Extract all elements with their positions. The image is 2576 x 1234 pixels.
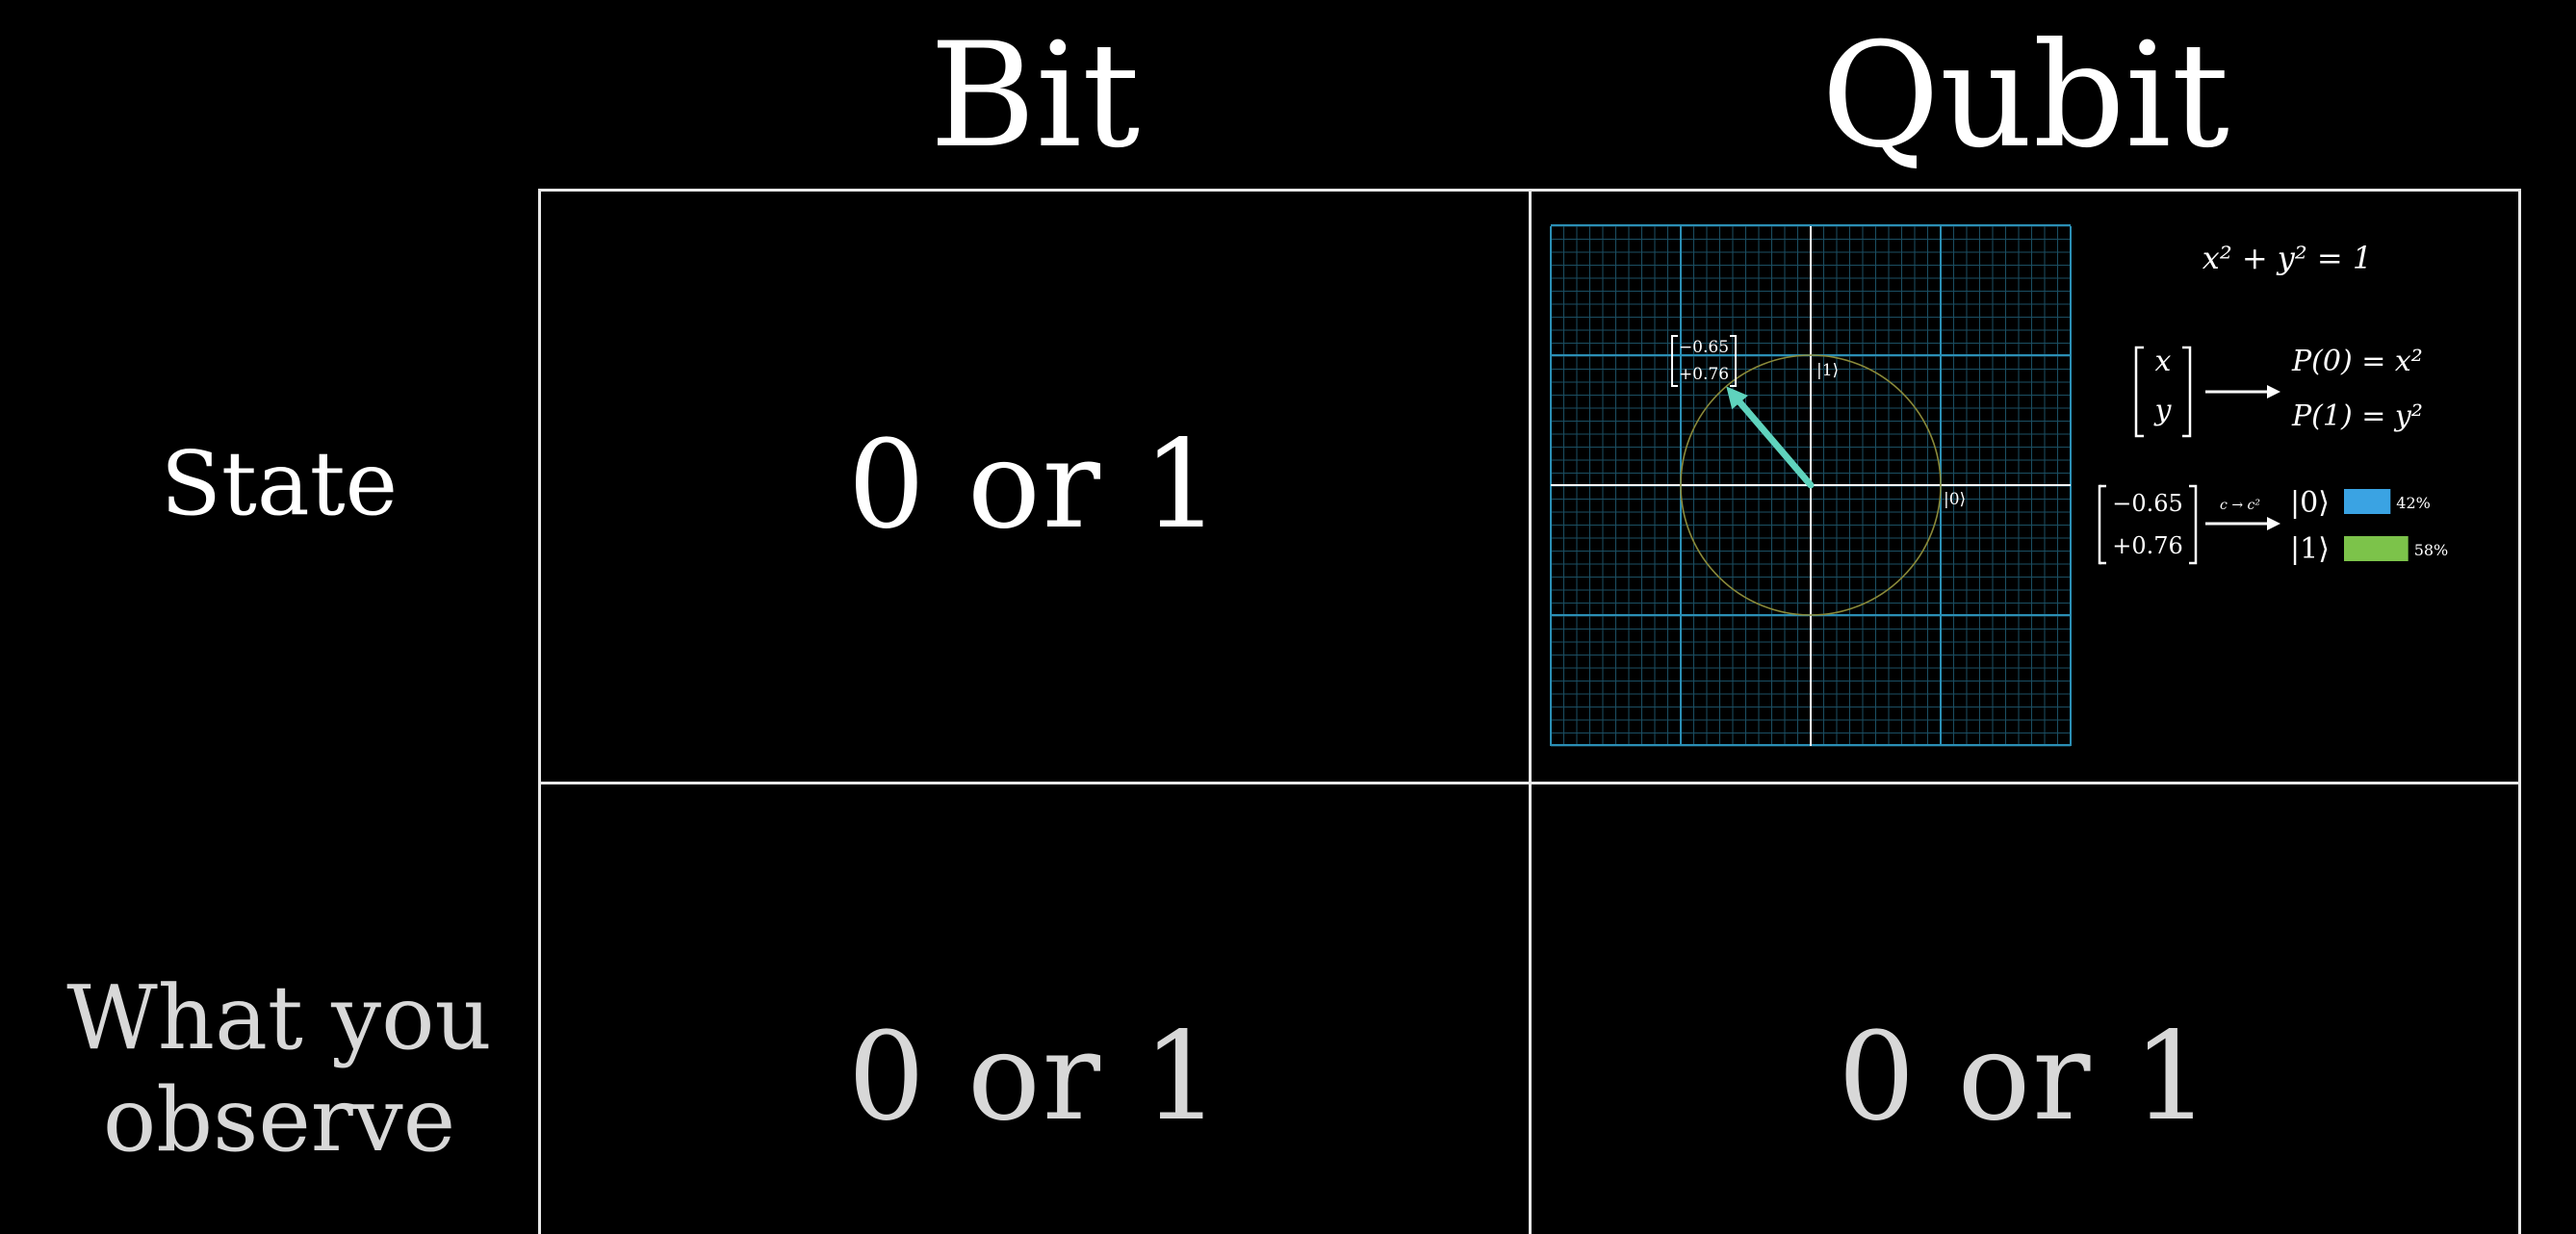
state-vector-arrow	[1737, 398, 1815, 489]
row-label-observe-line2: observe	[102, 1067, 456, 1171]
example-map-arrowhead	[2267, 517, 2280, 530]
example-vector-bottom: +0.76	[2112, 532, 2183, 559]
outcome-percent-0: 42%	[2396, 494, 2431, 512]
row-label-observe-line1: What you	[66, 966, 492, 1069]
prob-0-formula: P(0) = x²	[2291, 345, 2423, 378]
outcome-ket-0: |0⟩	[2290, 486, 2330, 520]
vector-label: −0.65 +0.76	[1671, 335, 1737, 387]
outcome-percent-1: 58%	[2414, 541, 2449, 559]
square-map-label: c → c²	[2220, 498, 2260, 513]
unit-circle-equation: x² + y² = 1	[2202, 240, 2372, 276]
basis-ket-1: |1⟩	[1816, 361, 1839, 380]
unit-circle	[1680, 354, 1942, 616]
example-vector-top: −0.65	[2112, 490, 2183, 517]
header-qubit: Qubit	[1821, 13, 2229, 180]
basis-ket-0: |0⟩	[1944, 490, 1966, 509]
example-vector: −0.65 +0.76	[2098, 484, 2198, 565]
cell-bit-state: 0 or 1	[847, 414, 1223, 555]
prob-1-formula: P(1) = y²	[2291, 399, 2423, 433]
cell-qubit-observe: 0 or 1	[1838, 1006, 2212, 1147]
outcome-bar-1	[2344, 536, 2409, 561]
outcome-bar-0	[2344, 489, 2391, 514]
general-vector: x y	[2134, 345, 2192, 438]
vector-label-y: +0.76	[1679, 365, 1729, 384]
qubit-state-diagram: −0.65 +0.76 |1⟩ |0⟩ x² + y² = 1 x y P(0)…	[1550, 224, 2449, 747]
row-label-state: State	[160, 432, 399, 535]
cell-bit-observe: 0 or 1	[847, 1006, 1223, 1147]
vector-label-x: −0.65	[1679, 338, 1729, 357]
general-vector-y: y	[2153, 394, 2173, 427]
outcome-ket-1: |1⟩	[2290, 532, 2330, 566]
state-vector-arrowhead	[1726, 386, 1748, 410]
row-label-observe: What you observe	[29, 967, 529, 1171]
general-map-arrowhead	[2267, 385, 2280, 398]
general-vector-x: x	[2155, 345, 2172, 378]
table-left-border	[538, 189, 541, 1234]
table-column-divider	[1529, 189, 1532, 1234]
table-right-border	[2518, 189, 2521, 1234]
header-bit: Bit	[929, 13, 1141, 180]
